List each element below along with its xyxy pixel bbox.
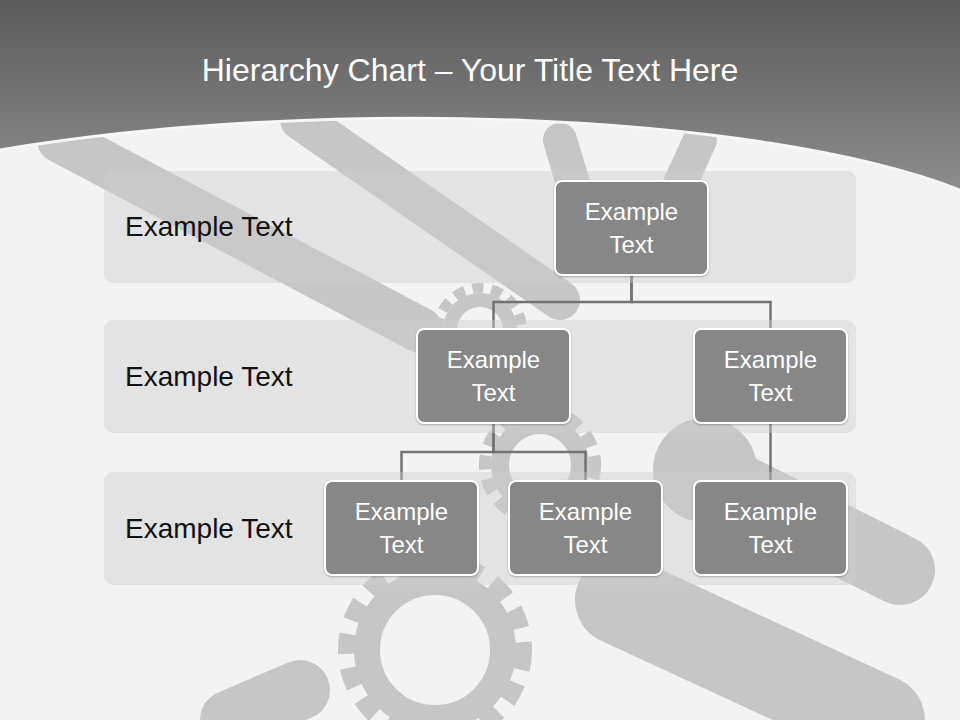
- hierarchy-box: Example Text: [693, 328, 848, 424]
- level-band: Example Text Example Text Example Text Exam…: [104, 472, 856, 585]
- tool-shapes: [60, 120, 900, 720]
- box-label: Example Text: [418, 343, 569, 409]
- slide-title: Hierarchy Chart – Your Title Text Here: [0, 52, 940, 89]
- level-band: Example Text Example Text Example Text: [104, 320, 856, 433]
- level-label: Example Text: [125, 513, 293, 545]
- hierarchy-box: Example Text: [693, 480, 848, 576]
- level-label: Example Text: [125, 361, 293, 393]
- hierarchy-box: Example Text: [508, 480, 663, 576]
- header-band: [0, 0, 960, 190]
- box-label: Example Text: [695, 495, 846, 561]
- hierarchy-box: Example Text: [554, 180, 709, 276]
- box-label: Example Text: [510, 495, 661, 561]
- hierarchy-box: Example Text: [324, 480, 479, 576]
- box-label: Example Text: [326, 495, 477, 561]
- hierarchy-box: Example Text: [416, 328, 571, 424]
- box-label: Example Text: [556, 195, 707, 261]
- level-label: Example Text: [125, 211, 293, 243]
- level-band: Example Text Example Text: [104, 171, 856, 283]
- box-label: Example Text: [695, 343, 846, 409]
